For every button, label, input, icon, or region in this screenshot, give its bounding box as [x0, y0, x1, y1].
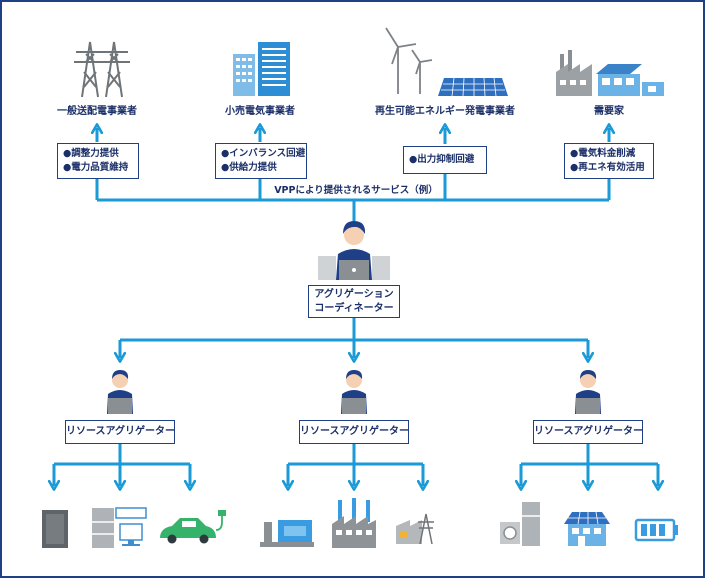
- storage-cabinet-icon: [42, 510, 68, 548]
- service-item: ●電気料金削減: [570, 148, 636, 159]
- service-box-grid-operator: ●調整力提供 ●電力品質維持: [57, 143, 139, 179]
- power-facility-icon: [396, 513, 434, 545]
- stakeholder-label-renewable: 再生可能エネルギー発電事業者: [375, 106, 515, 117]
- service-item: ●出力抑制回避: [409, 154, 475, 165]
- coordinator-label-line1: アグリゲーション: [314, 289, 394, 300]
- factory-house-icon: [556, 50, 664, 96]
- aggregator-box-1: リソースアグリゲーター: [65, 420, 175, 444]
- service-item: ●供給力提供: [221, 162, 277, 173]
- heat-pump-unit-icon: [500, 502, 540, 546]
- service-item: ●インバランス回避: [221, 148, 306, 159]
- aggregator-person-icon: [575, 370, 601, 414]
- aggregator-person-icon: [341, 370, 367, 414]
- service-item: ●電力品質維持: [63, 162, 129, 173]
- coordinator-box: アグリゲーション コーディネーター: [308, 285, 400, 318]
- aggregator-box-3: リソースアグリゲーター: [533, 420, 643, 444]
- service-box-consumer: ●電気料金削減 ●再エネ有効活用: [564, 143, 654, 179]
- service-connector: [97, 128, 609, 224]
- aggregator-box-2: リソースアグリゲーター: [299, 420, 409, 444]
- coordinator-person-icon: [318, 221, 390, 280]
- stakeholder-label-retail: 小売電気事業者: [225, 106, 295, 117]
- plant-equipment-icon: [260, 520, 314, 547]
- aggregator-connector: [54, 318, 658, 486]
- office-buildings-icon: [233, 42, 290, 96]
- appliances-icon: [92, 507, 147, 548]
- aggregator-label: リソースアグリゲーター: [300, 426, 409, 437]
- aggregator-label: リソースアグリゲーター: [66, 426, 175, 437]
- stakeholder-label-consumer: 需要家: [594, 106, 624, 117]
- aggregator-person-icon: [107, 370, 133, 414]
- wind-solar-icon: [385, 27, 508, 97]
- aggregator-label: リソースアグリゲーター: [534, 426, 643, 437]
- service-item: ●再エネ有効活用: [570, 162, 645, 173]
- vpp-services-caption: VPPにより提供されるサービス（例）: [274, 185, 438, 196]
- service-box-retail: ●インバランス回避 ●供給力提供: [215, 143, 307, 179]
- service-item: ●調整力提供: [63, 148, 119, 159]
- solar-house-icon: [564, 511, 610, 546]
- transmission-tower-icon: [74, 41, 130, 98]
- factory-icon: [332, 498, 376, 548]
- electric-car-icon: [160, 510, 226, 544]
- stakeholder-label-grid-operator: 一般送配電事業者: [57, 106, 137, 117]
- battery-icon: [634, 518, 678, 542]
- coordinator-label-line2: コーディネーター: [314, 303, 394, 314]
- service-box-renewable: ●出力抑制回避: [403, 146, 487, 174]
